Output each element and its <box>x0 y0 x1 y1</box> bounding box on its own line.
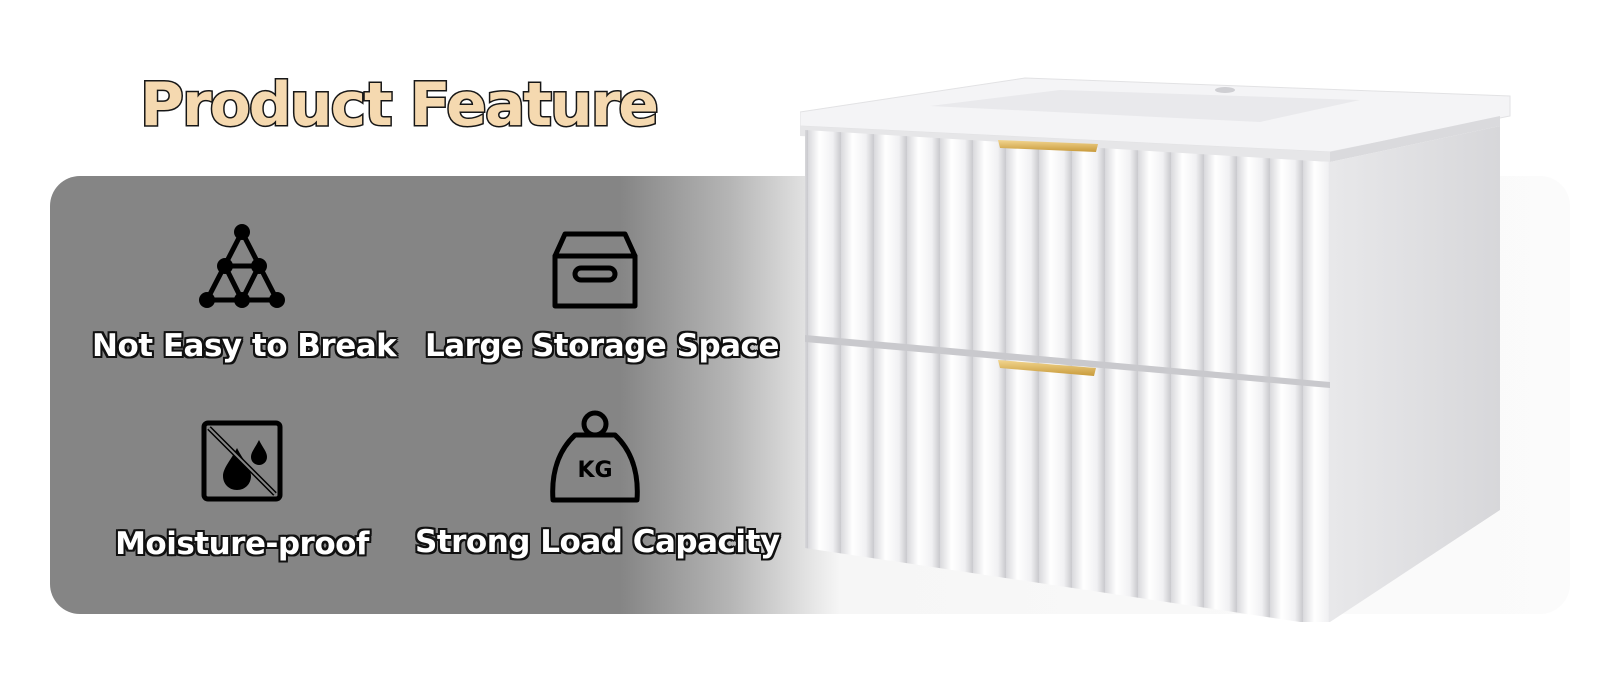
feature-strong-load-capacity: KG Strong Load Capacity <box>415 410 780 560</box>
feature-moisture-proof: Moisture-proof <box>92 418 392 562</box>
storage-box-icon <box>552 231 638 309</box>
network-triangle-icon <box>199 224 285 308</box>
feature-label: Not Easy to Break <box>92 328 397 364</box>
feature-large-storage-space: Large Storage Space <box>425 228 779 364</box>
feature-label: Moisture-proof <box>115 526 369 562</box>
svg-text:KG: KG <box>577 458 612 483</box>
feature-label: Large Storage Space <box>425 328 779 364</box>
vanity-cabinet-image <box>800 77 1511 622</box>
feature-not-easy-to-break: Not Easy to Break <box>92 222 397 364</box>
no-water-drop-icon <box>201 420 283 502</box>
kg-weight-icon: KG <box>550 410 640 503</box>
page-title: Product Feature <box>138 69 660 142</box>
feature-label: Strong Load Capacity <box>415 524 780 560</box>
